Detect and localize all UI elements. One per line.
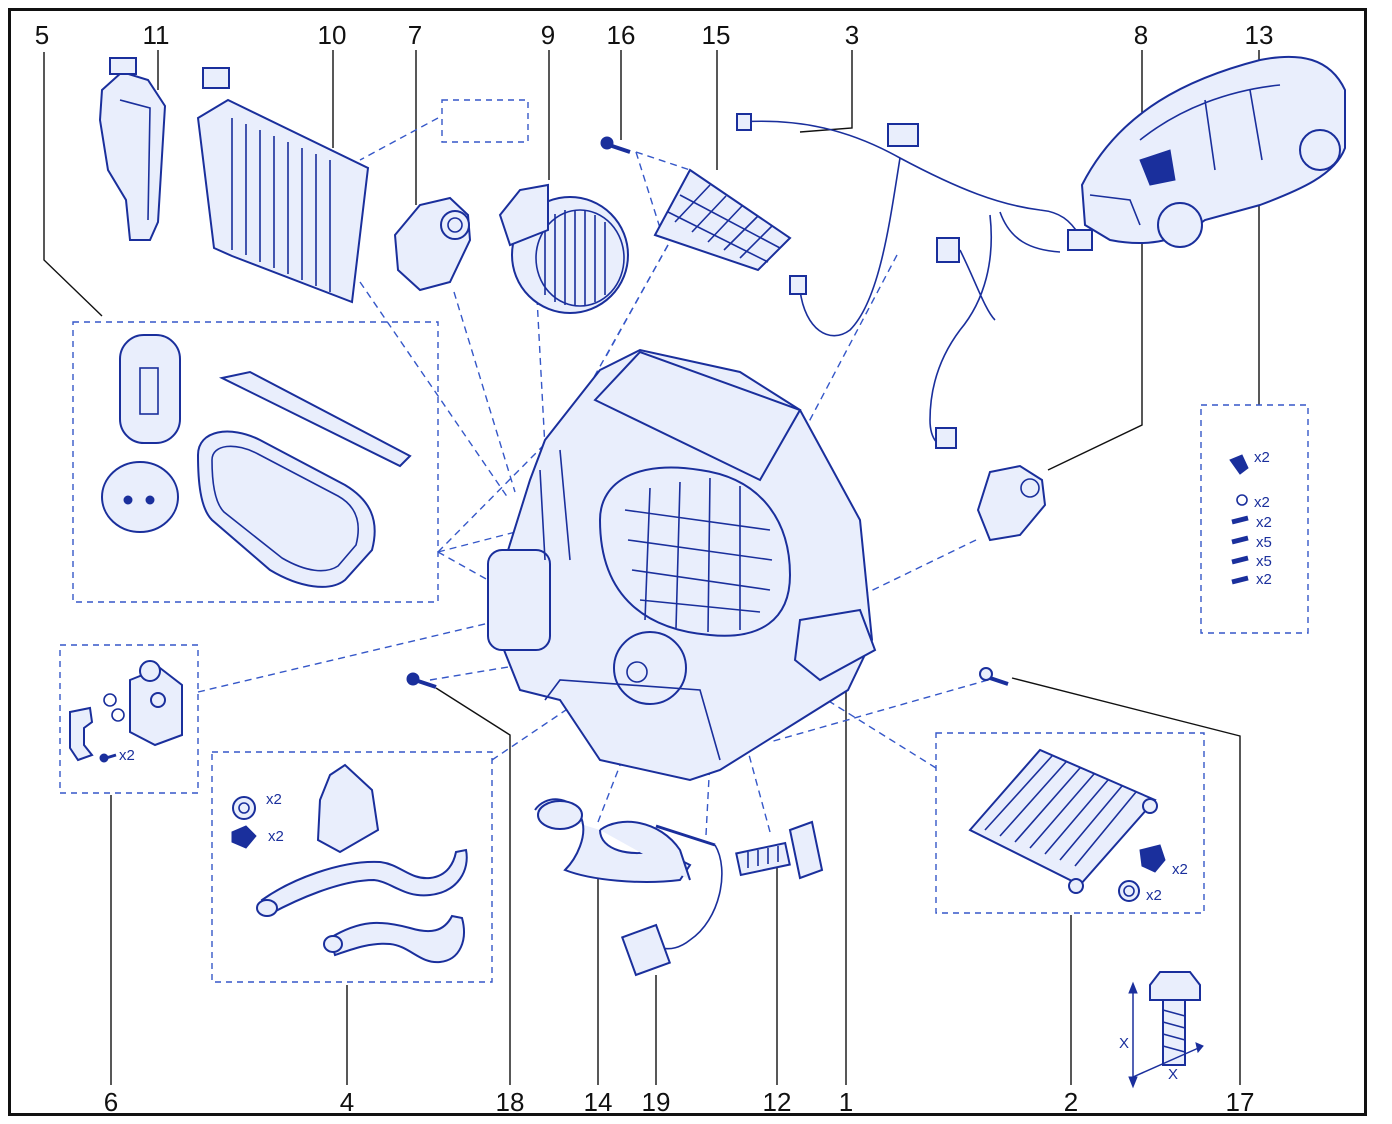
callout-6: 6 xyxy=(103,1087,119,1117)
kit-13-d-qty: x5 xyxy=(1256,534,1272,551)
kit-5-contents xyxy=(101,334,412,588)
sensor-part-19 xyxy=(620,824,723,977)
kit-13-f-qty: x2 xyxy=(1256,571,1272,588)
callout-18: 18 xyxy=(495,1087,525,1117)
callout-8: 8 xyxy=(1133,20,1149,50)
screw-part-16 xyxy=(600,136,631,154)
duct-part-11 xyxy=(98,57,167,241)
callout-14: 14 xyxy=(583,1087,613,1117)
kit-13-e-qty: x5 xyxy=(1256,553,1272,570)
kit-2-box xyxy=(935,732,1205,914)
resistor-part-12 xyxy=(735,820,824,880)
vehicle-locator-icon xyxy=(1080,55,1346,248)
screw-part-17 xyxy=(979,667,1009,686)
kit-13-b-qty: x2 xyxy=(1254,494,1270,511)
callout-1: 1 xyxy=(838,1087,854,1117)
screw-part-18 xyxy=(406,672,437,689)
kit-4-oring-qty: x2 xyxy=(266,791,282,808)
kit-6-box xyxy=(59,644,199,794)
bolt-width-label: X xyxy=(1168,1066,1178,1083)
cabin-filter-part-10 xyxy=(196,67,370,304)
kit-2-contents: x2 x2 xyxy=(968,748,1188,904)
kit-13-box xyxy=(1200,404,1309,634)
harness-part-3 xyxy=(736,113,1093,449)
kit-2-oring-qty: x2 xyxy=(1146,887,1162,904)
blower-part-9 xyxy=(498,183,629,314)
kit-2-clip-qty: x2 xyxy=(1172,861,1188,878)
actuator-part-8 xyxy=(976,464,1047,542)
diagram-frame xyxy=(8,8,1367,1116)
kit-6-screw-qty: x2 xyxy=(119,747,135,764)
hvac-housing-part-1 xyxy=(487,348,877,782)
callout-13: 13 xyxy=(1244,20,1274,50)
duct-part-14 xyxy=(534,798,692,883)
callout-2: 2 xyxy=(1063,1087,1079,1117)
callout-10: 10 xyxy=(317,20,347,50)
kit-13-contents: x2 x2 x2 x5 x5 x2 xyxy=(1229,449,1272,588)
callout-12: 12 xyxy=(762,1087,792,1117)
callout-4: 4 xyxy=(339,1087,355,1117)
callout-19: 19 xyxy=(641,1087,671,1117)
callout-5: 5 xyxy=(34,20,50,50)
callout-3: 3 xyxy=(844,20,860,50)
bolt-height-label: X xyxy=(1119,1035,1129,1052)
kit-4-box xyxy=(211,751,493,983)
kit-13-c-qty: x2 xyxy=(1256,514,1272,531)
kit-5-box xyxy=(72,321,439,603)
bolt-dimension-detail: X X xyxy=(1119,971,1204,1089)
callout-15: 15 xyxy=(701,20,731,50)
callout-7: 7 xyxy=(407,20,423,50)
kit-4-contents: x2 x2 xyxy=(231,763,468,964)
callout-9: 9 xyxy=(540,20,556,50)
placeholder-box xyxy=(441,99,529,143)
callout-11: 11 xyxy=(142,20,170,50)
kit-6-contents: x2 xyxy=(69,660,183,764)
callout-16: 16 xyxy=(606,20,636,50)
grid-part-15 xyxy=(653,168,792,272)
kit-13-a-qty: x2 xyxy=(1254,449,1270,466)
callout-17: 17 xyxy=(1225,1087,1255,1117)
kit-4-clip-qty: x2 xyxy=(268,828,284,845)
actuator-part-7 xyxy=(393,196,472,292)
